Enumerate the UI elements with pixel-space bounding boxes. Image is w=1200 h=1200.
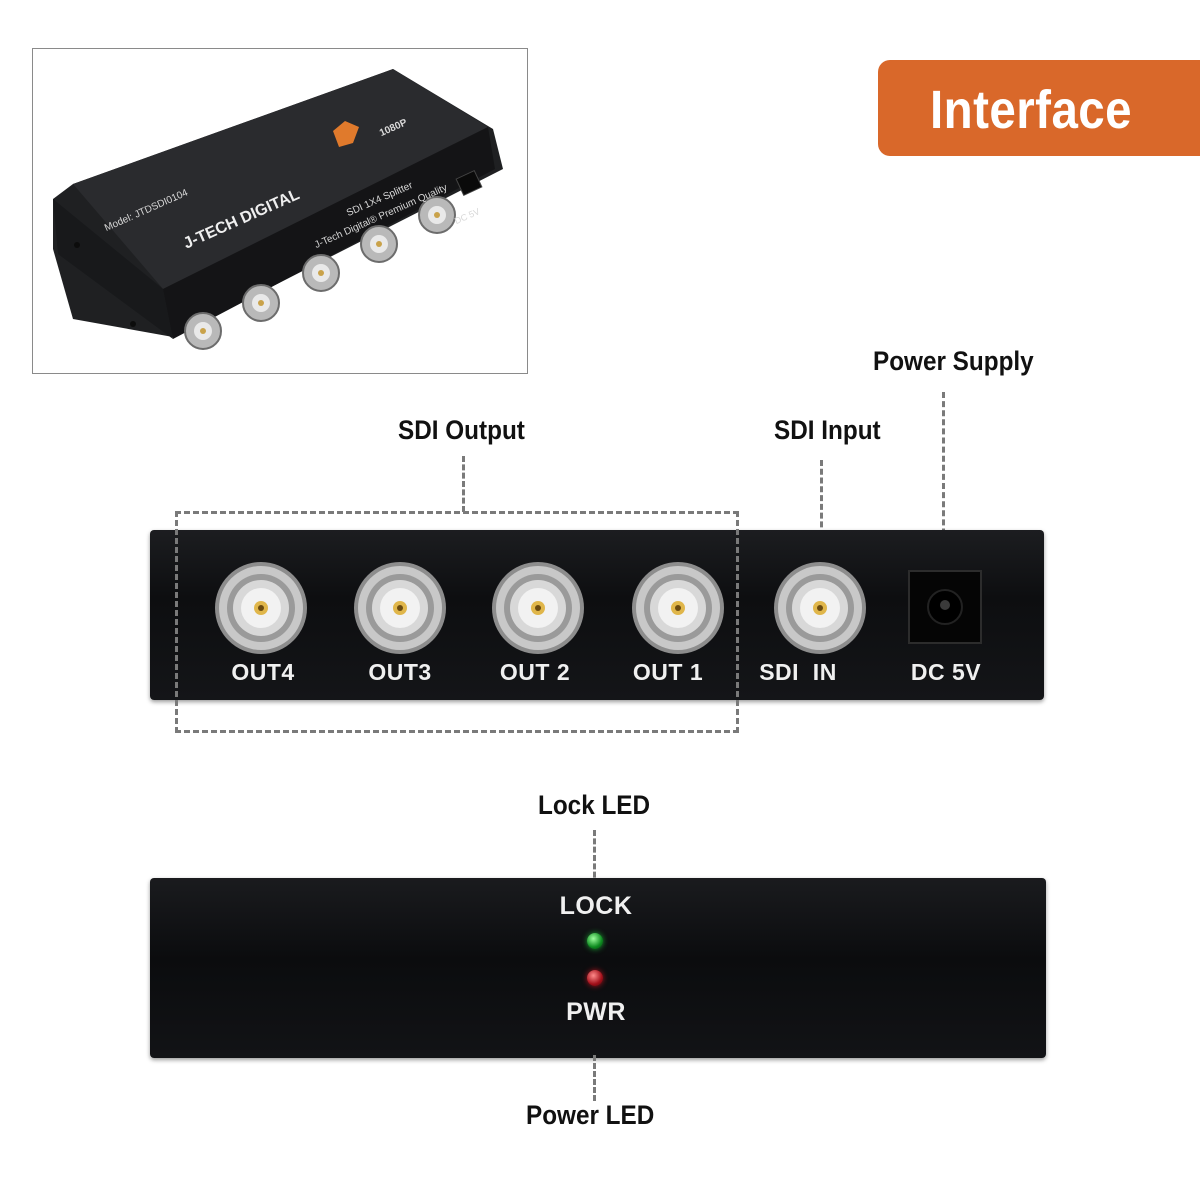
bnc-out4-icon bbox=[215, 562, 307, 654]
port-label-dc: DC 5V bbox=[910, 659, 982, 685]
port-label-out2: OUT 2 bbox=[499, 659, 571, 685]
sdi-output-leader-line bbox=[462, 456, 465, 512]
power-supply-leader-line bbox=[942, 392, 945, 580]
front-pwr-text: PWR bbox=[566, 998, 626, 1026]
product-photo: Model: JTDSDI0104 J-TECH DIGITAL J-Tech … bbox=[32, 48, 528, 374]
brand-logo-icon bbox=[333, 121, 359, 147]
bnc-out1-icon bbox=[632, 562, 724, 654]
power-led-indicator bbox=[587, 970, 603, 986]
port-label-out3: OUT3 bbox=[368, 659, 432, 685]
bnc-sdi-in-icon bbox=[774, 562, 866, 654]
front-lock-text: LOCK bbox=[559, 892, 633, 920]
lock-led-leader-line bbox=[593, 830, 596, 886]
sdi-output-group-box bbox=[175, 511, 739, 733]
port-label-out4: OUT4 bbox=[231, 659, 295, 685]
lock-led-indicator bbox=[587, 933, 603, 949]
power-led-leader-line bbox=[593, 1055, 596, 1101]
power-supply-label: Power Supply bbox=[873, 346, 1034, 376]
dc-power-jack bbox=[908, 570, 982, 644]
port-label-sdi-in: SDI IN bbox=[759, 659, 837, 685]
splitter-device-illustration bbox=[53, 69, 503, 350]
bnc-out2-icon bbox=[492, 562, 584, 654]
sdi-input-leader-line bbox=[820, 460, 823, 580]
power-led-label: Power LED bbox=[526, 1100, 655, 1130]
dc-jack-pin-icon bbox=[940, 600, 950, 610]
front-panel bbox=[150, 878, 1046, 1058]
sdi-input-label: SDI Input bbox=[774, 415, 881, 445]
interface-title: Interface bbox=[930, 80, 1133, 140]
bnc-out3-icon bbox=[354, 562, 446, 654]
interface-badge bbox=[878, 60, 1200, 156]
port-label-out1: OUT 1 bbox=[632, 659, 704, 685]
lock-led-label: Lock LED bbox=[538, 790, 651, 820]
sdi-output-label: SDI Output bbox=[398, 415, 525, 445]
